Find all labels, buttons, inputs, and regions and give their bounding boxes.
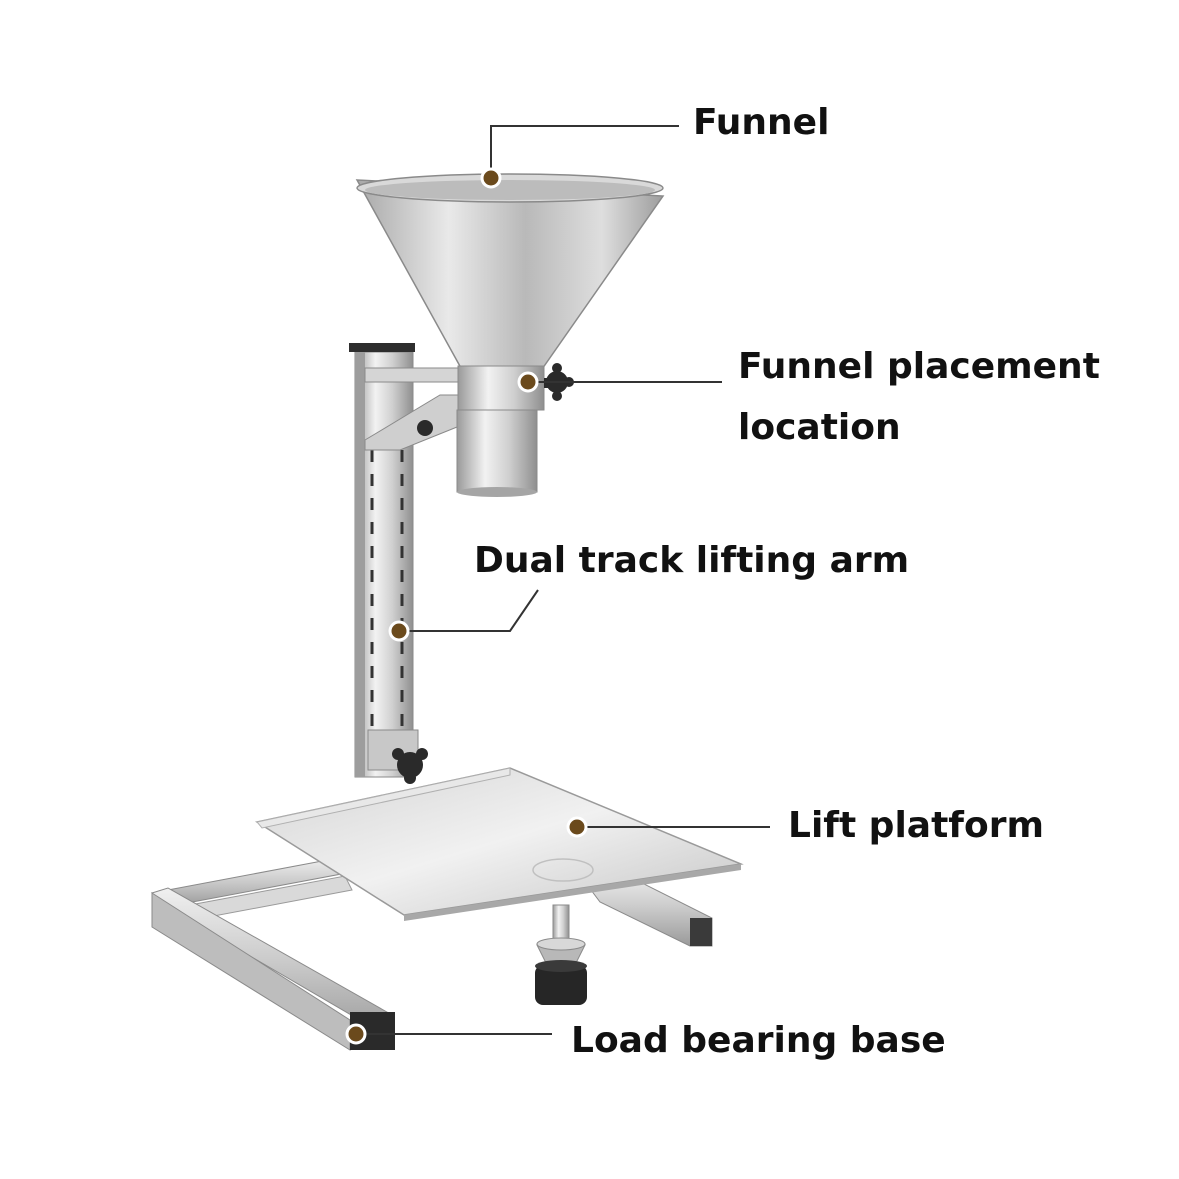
dual-track-lifting-arm — [349, 343, 463, 784]
marker-platform — [566, 816, 588, 838]
column-top-cap — [349, 343, 415, 352]
label-dual-track-lifting-arm: Dual track lifting arm — [474, 540, 910, 581]
marker-placement — [517, 371, 539, 393]
label-funnel-placement-location: Funnel placement location — [738, 336, 1100, 458]
column-side — [355, 352, 365, 777]
funnel — [355, 173, 665, 373]
funnel-spout — [456, 409, 538, 493]
base-left-bar-side — [151, 892, 351, 1051]
lower-knob — [392, 748, 428, 784]
leader-lines — [356, 125, 770, 1035]
label-funnel-placement-line1: Funnel placement — [738, 346, 1100, 387]
platform-mark — [532, 858, 594, 882]
label-funnel-placement-line2: location — [738, 407, 901, 449]
leveling-foot — [535, 904, 587, 1005]
label-load-bearing-base: Load bearing base — [571, 1020, 946, 1061]
funnel-opening — [365, 180, 655, 200]
leader-arm — [399, 589, 539, 632]
platform-front-edge — [404, 864, 741, 921]
funnel-placement-location — [456, 363, 574, 497]
leader-funnel — [490, 125, 679, 178]
upper-knob — [417, 420, 433, 436]
marker-funnel — [480, 167, 502, 189]
top-mount — [364, 367, 461, 383]
platform-back-lip — [256, 767, 511, 829]
label-funnel: Funnel — [693, 102, 830, 143]
lift-platform — [255, 767, 744, 921]
base-right-bar-end — [690, 918, 712, 946]
marker-arm — [388, 620, 410, 642]
marker-dots — [345, 167, 588, 1045]
load-bearing-base — [150, 857, 713, 1051]
marker-base — [345, 1023, 367, 1045]
label-lift-platform: Lift platform — [788, 805, 1044, 846]
